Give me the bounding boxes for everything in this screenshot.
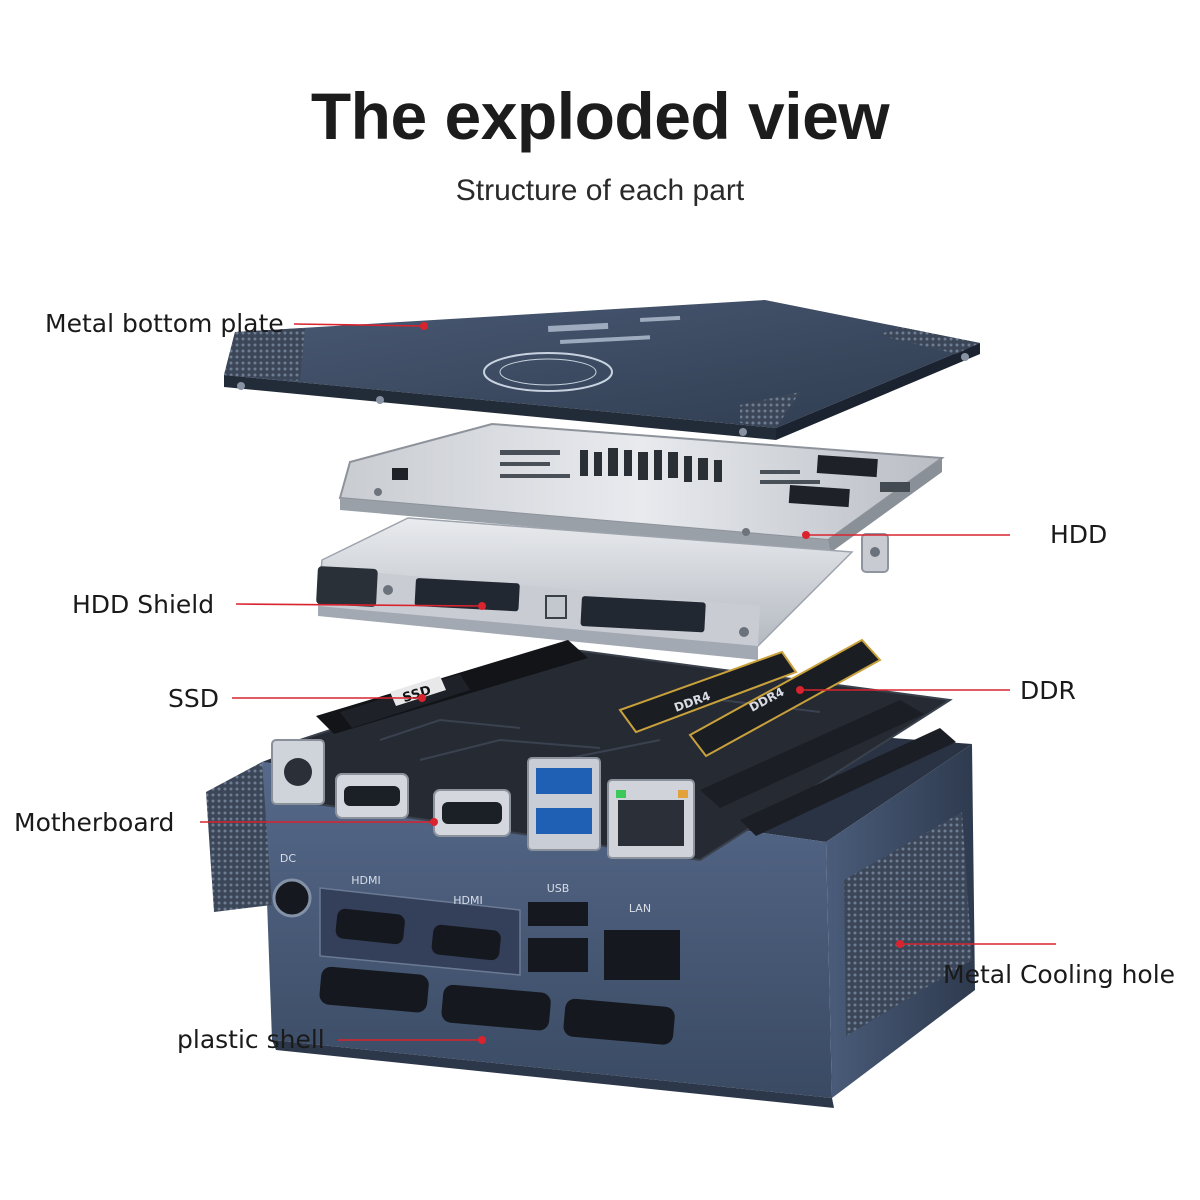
port-label-dc: DC (280, 852, 296, 865)
label-metal-cooling-hole: Metal Cooling hole (943, 960, 1176, 989)
port-label-hdmi-2: HDMI (453, 894, 482, 907)
callout-lines (200, 322, 1056, 1044)
metal-cooling-hole (206, 762, 972, 1036)
motherboard: SSD DDR4 DDR4 (271, 638, 956, 862)
label-hdd-shield: HDD Shield (72, 590, 215, 619)
label-ssd: SSD (168, 684, 219, 713)
port-label-hdmi-1: HDMI (351, 874, 380, 887)
label-ddr: DDR (1020, 676, 1076, 705)
label-hdd: HDD (1050, 520, 1108, 549)
label-motherboard: Motherboard (14, 808, 175, 837)
label-plastic-shell: plastic shell (177, 1025, 325, 1054)
page-subtitle: Structure of each part (455, 174, 745, 207)
page-title: The exploded view (310, 79, 890, 153)
port-label-lan: LAN (629, 902, 651, 915)
port-label-usb: USB (547, 882, 570, 895)
label-metal-bottom-plate: Metal bottom plate (45, 309, 284, 338)
metal-bottom-plate (224, 300, 980, 440)
hdd (338, 422, 945, 553)
hdd-shield (316, 517, 889, 660)
